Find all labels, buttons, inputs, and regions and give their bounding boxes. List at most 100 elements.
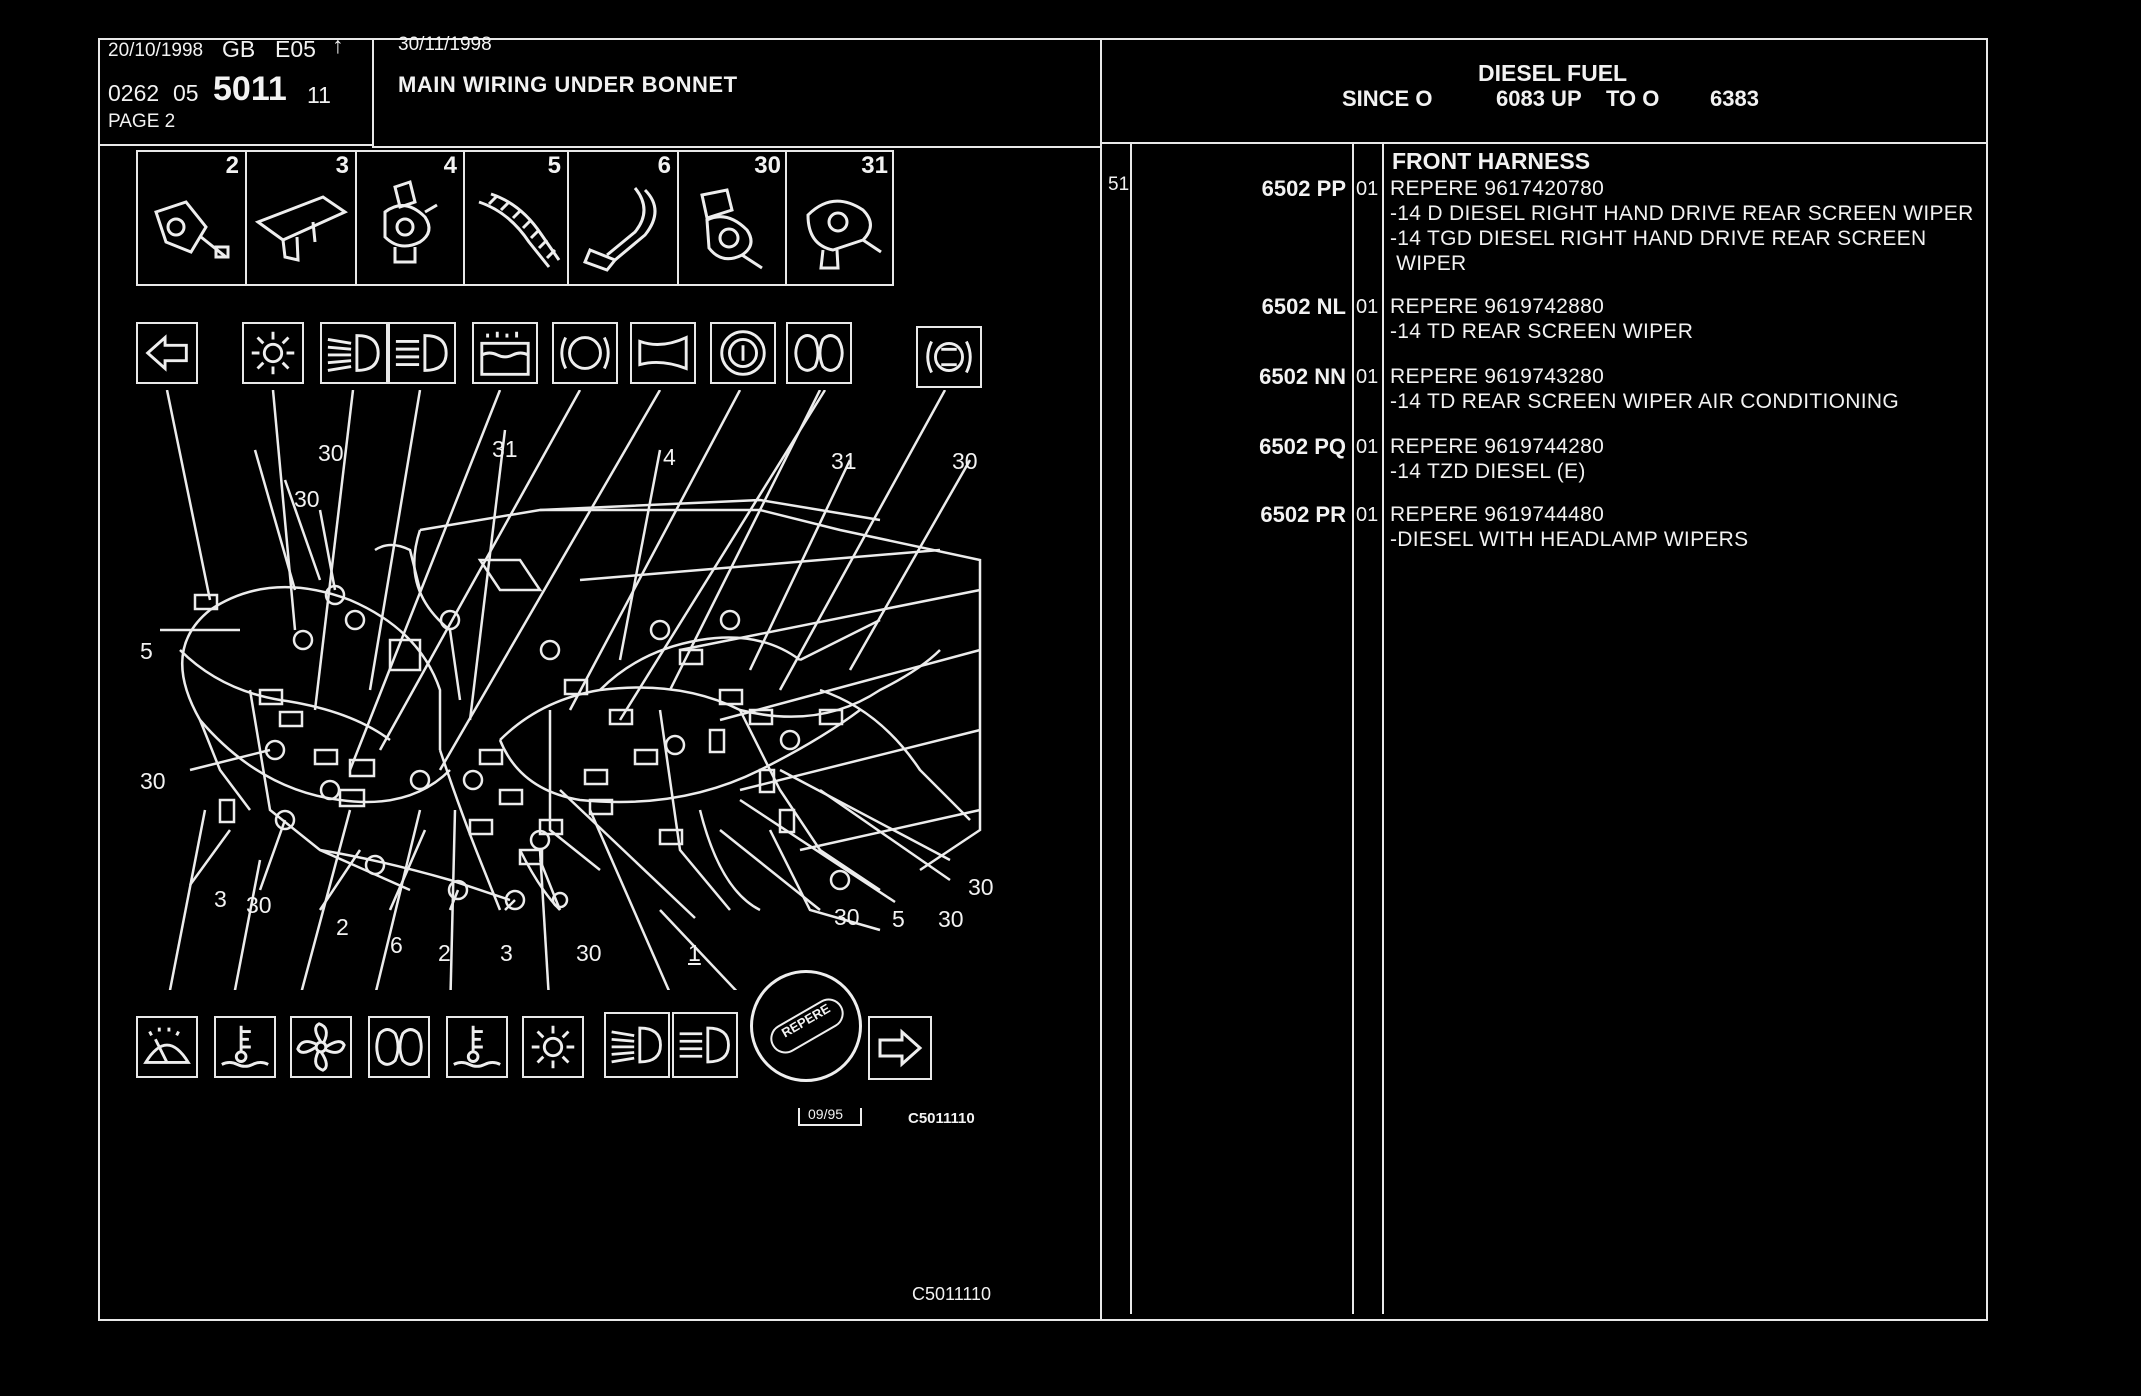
header-rule-left bbox=[98, 144, 372, 146]
part-num: 4 bbox=[443, 152, 457, 179]
part-icon-strip: 2 3 4 5 6 30 31 bbox=[136, 150, 894, 286]
callout: 4 bbox=[663, 444, 676, 470]
part-icon-3[interactable]: 3 bbox=[245, 152, 357, 284]
header-rule-mid bbox=[372, 146, 1100, 148]
part-qty: 01 bbox=[1356, 296, 1379, 318]
part-icon-30[interactable]: 30 bbox=[677, 152, 787, 284]
date-stamp-box: 09/95 bbox=[798, 1106, 862, 1126]
handbrake-icon[interactable] bbox=[710, 322, 776, 384]
part-num: 30 bbox=[754, 152, 781, 179]
part-icon-5[interactable]: 5 bbox=[463, 152, 569, 284]
callout: 3 bbox=[214, 886, 227, 912]
part-num: 2 bbox=[225, 152, 239, 179]
cable-tie-icon bbox=[583, 187, 657, 272]
harness-clip-icon bbox=[806, 199, 882, 270]
catalog-suffix: 11 bbox=[307, 82, 331, 108]
callout: 5 bbox=[140, 638, 153, 664]
horn-icon[interactable] bbox=[630, 322, 696, 384]
main-beam-icon[interactable] bbox=[672, 1012, 738, 1078]
wiring-diagram-drawing bbox=[160, 390, 982, 990]
dipped-beam-icon[interactable] bbox=[604, 1012, 670, 1078]
figure-ref: C5011110 bbox=[908, 1110, 975, 1127]
fuel-type: DIESEL FUEL bbox=[1478, 60, 1628, 86]
range-to: 6383 bbox=[1710, 86, 1759, 111]
lang-code: GB bbox=[222, 36, 256, 62]
part-icon-31[interactable]: 31 bbox=[785, 152, 892, 284]
callout: 3 bbox=[500, 940, 513, 966]
col-divider-2 bbox=[1352, 144, 1354, 1314]
callout: 2 bbox=[336, 914, 349, 940]
main-beam-icon[interactable] bbox=[388, 322, 456, 384]
part-ref[interactable]: 6502 PP bbox=[1261, 176, 1346, 201]
section-title: FRONT HARNESS bbox=[1392, 148, 1591, 174]
callout: 30 bbox=[834, 904, 860, 930]
part-description: REPERE 9619743280 -14 TD REAR SCREEN WIP… bbox=[1390, 365, 1899, 413]
coolant-temp-icon[interactable] bbox=[214, 1016, 276, 1078]
date-stamp: 09/95 bbox=[808, 1106, 844, 1122]
lamp-icon[interactable] bbox=[522, 1016, 584, 1078]
callout: 30 bbox=[968, 874, 994, 900]
wiper-icon[interactable] bbox=[136, 1016, 198, 1078]
part-description: REPERE 9619744480 -DIESEL WITH HEADLAMP … bbox=[1390, 503, 1749, 551]
catalog-prefix: 0262 bbox=[108, 80, 160, 106]
part-ref[interactable]: 6502 NL bbox=[1261, 294, 1346, 319]
part-num: 5 bbox=[547, 152, 561, 179]
col-divider-3 bbox=[1382, 144, 1384, 1314]
coolant-temp-icon[interactable] bbox=[446, 1016, 508, 1078]
part-num: 3 bbox=[335, 152, 349, 179]
part-icon-6[interactable]: 6 bbox=[567, 152, 679, 284]
up-arrow-icon: ↑ bbox=[332, 32, 344, 58]
callout: 5 bbox=[892, 906, 905, 932]
edition: E05 bbox=[275, 36, 316, 62]
page-title: MAIN WIRING UNDER BONNET bbox=[398, 72, 738, 97]
fastener-plug-icon bbox=[383, 180, 438, 264]
left-arrow-icon[interactable] bbox=[136, 322, 198, 384]
part-num: 6 bbox=[657, 152, 671, 179]
glow-plug-icon[interactable] bbox=[368, 1016, 430, 1078]
part-ref[interactable]: 6502 NN bbox=[1259, 364, 1346, 389]
part-description: REPERE 9617420780 -14 D DIESEL RIGHT HAN… bbox=[1390, 177, 1974, 275]
range-to-label: TO O bbox=[1606, 86, 1660, 111]
callout: 1 bbox=[688, 940, 701, 966]
part-description: REPERE 9619742880 -14 TD REAR SCREEN WIP… bbox=[1390, 295, 1694, 343]
repere-badge[interactable]: REPERE bbox=[750, 970, 862, 1082]
date-updated: 30/11/1998 bbox=[398, 34, 492, 55]
bracket-clip-icon bbox=[254, 195, 348, 262]
main-divider bbox=[1100, 38, 1102, 1321]
date-issued: 20/10/1998 bbox=[108, 40, 204, 61]
brake-warning-icon[interactable] bbox=[552, 322, 618, 384]
callout: 30 bbox=[952, 448, 978, 474]
callout: 6 bbox=[390, 932, 403, 958]
part-qty: 01 bbox=[1356, 436, 1379, 458]
callout: 30 bbox=[318, 440, 344, 466]
part-ref[interactable]: 6502 PR bbox=[1260, 502, 1346, 527]
callout: 30 bbox=[140, 768, 166, 794]
dipped-beam-icon[interactable] bbox=[320, 322, 388, 384]
fan-icon[interactable] bbox=[290, 1016, 352, 1078]
header-divider-1 bbox=[372, 38, 374, 146]
lamp-icon[interactable] bbox=[242, 322, 304, 384]
washer-level-icon[interactable] bbox=[472, 322, 538, 384]
page-label: PAGE 2 bbox=[108, 111, 176, 132]
clip-holder-icon bbox=[700, 188, 763, 270]
part-description: REPERE 9619744280 -14 TZD DIESEL (E) bbox=[1390, 435, 1605, 483]
part-qty: 01 bbox=[1356, 178, 1379, 200]
part-qty: 01 bbox=[1356, 366, 1379, 388]
col-divider-1 bbox=[1130, 144, 1132, 1314]
abs-warning-icon[interactable] bbox=[916, 326, 982, 388]
section-item-number: 51 bbox=[1108, 174, 1130, 195]
callout: 30 bbox=[246, 892, 272, 918]
range-since: SINCE O bbox=[1342, 86, 1433, 111]
glow-plug-icon[interactable] bbox=[786, 322, 852, 384]
part-icon-4[interactable]: 4 bbox=[355, 152, 465, 284]
catalog-main: 5011 bbox=[213, 70, 287, 108]
catalog-group: 05 bbox=[173, 80, 199, 106]
part-icon-2[interactable]: 2 bbox=[138, 152, 247, 284]
callout: 30 bbox=[576, 940, 602, 966]
right-arrow-icon[interactable] bbox=[868, 1016, 932, 1080]
grommet-sleeve-icon bbox=[478, 192, 561, 268]
part-ref[interactable]: 6502 PQ bbox=[1259, 434, 1346, 459]
callout: 31 bbox=[831, 448, 857, 474]
callout: 2 bbox=[438, 940, 451, 966]
header-rule-right bbox=[1100, 142, 1988, 144]
